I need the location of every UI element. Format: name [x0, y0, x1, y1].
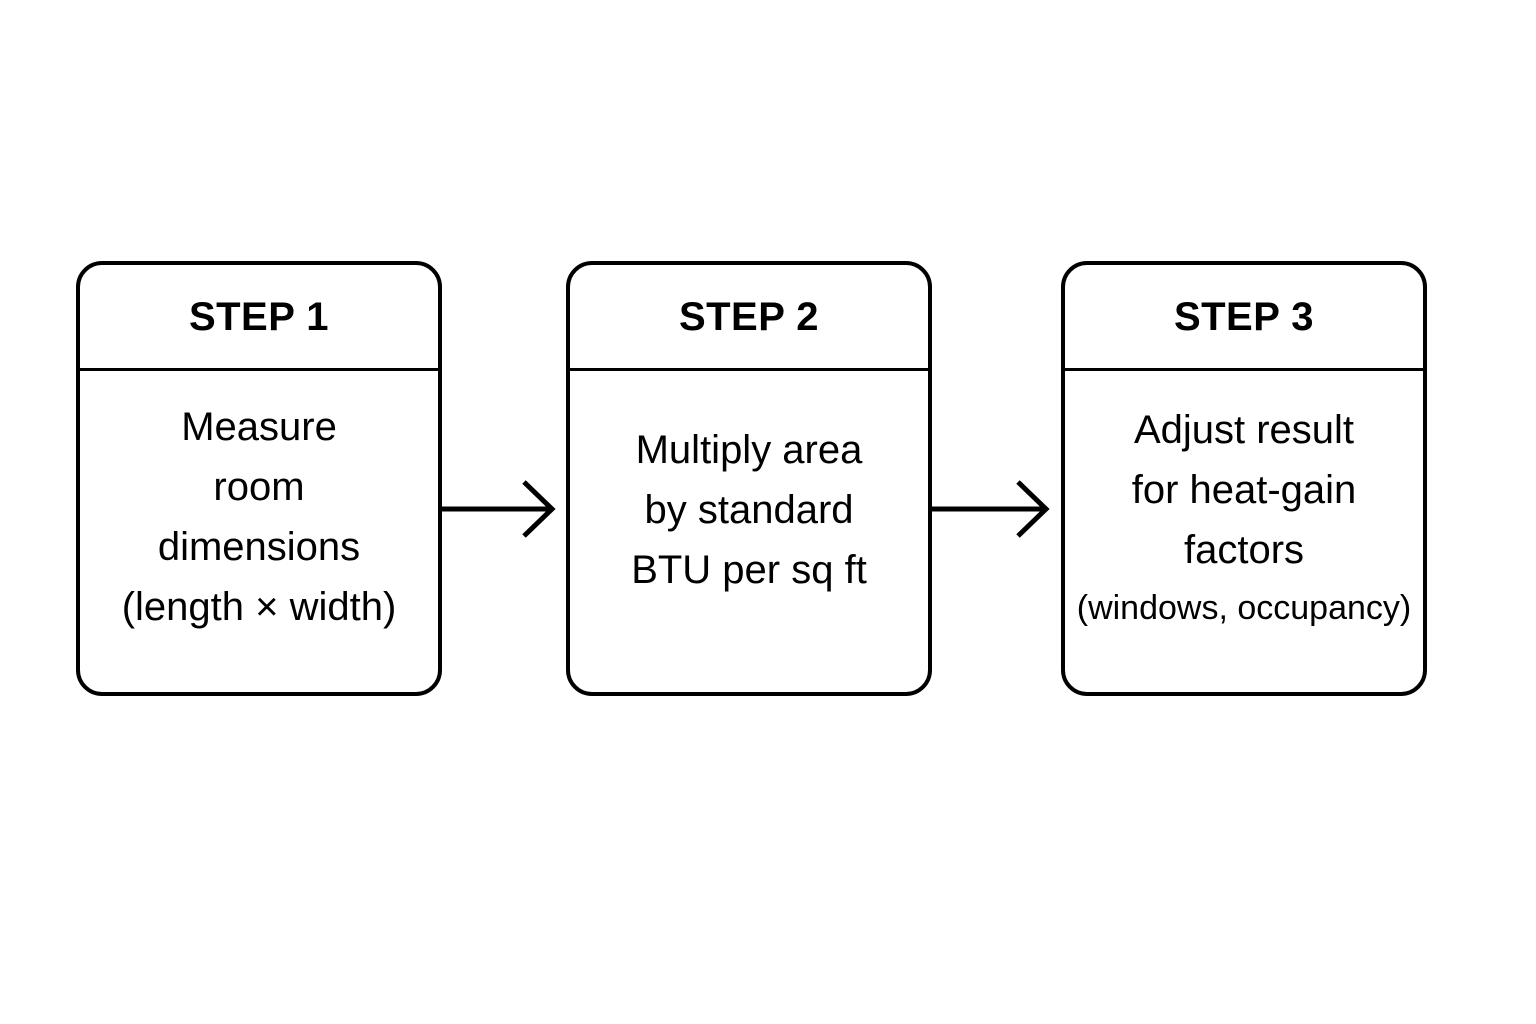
step-card-1-line-3: dimensions	[157, 524, 361, 569]
arrow-right-icon	[930, 480, 1050, 538]
step-card-3[interactable]: STEP 3 Adjust result for heat-gain facto…	[1061, 261, 1427, 696]
step-card-1-line-4: (length × width)	[121, 584, 397, 629]
step-card-2-title: STEP 2	[678, 294, 820, 339]
step-card-3-title: STEP 3	[1173, 294, 1315, 339]
step-card-3-body: Adjust result for heat-gain factors (win…	[1065, 371, 1423, 692]
step-card-1[interactable]: STEP 1 Measure room dimensions (length ×…	[76, 261, 442, 696]
step-card-3-line-3: factors	[1183, 527, 1305, 572]
step-card-1-body: Measure room dimensions (length × width)	[80, 371, 438, 692]
step-card-2-header: STEP 2	[570, 265, 928, 371]
step-card-3-line-2: for heat-gain	[1131, 467, 1357, 512]
step-card-3-line-1: Adjust result	[1133, 407, 1355, 452]
arrow-step1-to-step2	[440, 474, 570, 544]
step-card-2-line-1: Multiply area	[635, 427, 863, 472]
step-card-1-line-1: Measure	[181, 404, 337, 449]
step-card-2-line-2: by standard	[644, 487, 854, 532]
arrow-right-icon	[440, 480, 556, 538]
step-card-2[interactable]: STEP 2 Multiply area by standard BTU per…	[566, 261, 932, 696]
step-card-3-line-4: (windows, occupancy)	[1076, 588, 1412, 627]
step-card-2-line-3: BTU per sq ft	[631, 547, 867, 592]
arrow-step2-to-step3	[930, 474, 1064, 544]
step-card-1-header: STEP 1	[80, 265, 438, 371]
step-card-3-header: STEP 3	[1065, 265, 1423, 371]
step-card-1-title: STEP 1	[188, 294, 330, 339]
step-card-2-body: Multiply area by standard BTU per sq ft	[570, 371, 928, 692]
step-card-1-line-2: room	[213, 464, 305, 509]
